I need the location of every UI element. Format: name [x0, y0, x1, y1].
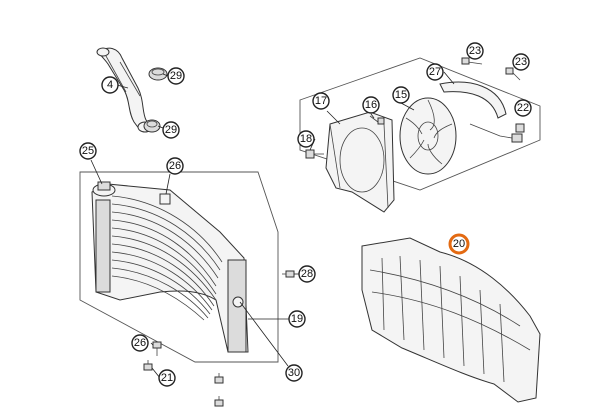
radiator: [91, 181, 249, 353]
svg-text:18: 18: [300, 133, 312, 145]
callout-25: 25: [79, 142, 97, 160]
svg-text:20: 20: [453, 238, 465, 250]
callout-30: 30: [285, 364, 303, 382]
screw-23-b: [505, 67, 521, 81]
svg-text:29: 29: [165, 124, 177, 136]
svg-text:23: 23: [469, 45, 481, 57]
svg-text:17: 17: [315, 95, 327, 107]
callout-4: 4: [101, 76, 119, 94]
bolt-21-c: [214, 396, 224, 407]
svg-text:4: 4: [107, 79, 113, 91]
svg-text:16: 16: [365, 99, 377, 111]
callout-18: 18: [297, 130, 315, 148]
callout-15: 15: [392, 86, 410, 104]
svg-text:26: 26: [134, 337, 146, 349]
screw-28: [282, 270, 295, 278]
callout-22: 22: [514, 99, 532, 117]
bolt-26-lower: [152, 341, 162, 356]
svg-text:19: 19: [291, 313, 303, 325]
callout-29-upper: 29: [167, 67, 185, 85]
hose-clamp-lower: [143, 119, 161, 133]
hose-clamp-upper: [148, 67, 168, 81]
fan-assembly-frame: [299, 57, 541, 191]
screw-23-a: [461, 57, 483, 65]
svg-text:22: 22: [517, 102, 529, 114]
callout-17: 17: [312, 92, 330, 110]
radiator-spoiler: [361, 237, 541, 403]
callout-23-right: 23: [512, 53, 530, 71]
svg-text:29: 29: [170, 70, 182, 82]
fan-shroud: [325, 111, 395, 213]
screw-16: [369, 115, 385, 125]
svg-text:27: 27: [429, 66, 441, 78]
bolt-21-b: [214, 373, 224, 384]
fan: [399, 97, 457, 175]
callout-16: 16: [362, 96, 380, 114]
svg-text:25: 25: [82, 145, 94, 157]
fan-bracket: [439, 81, 523, 143]
callout-27: 27: [426, 63, 444, 81]
callout-20-highlighted[interactable]: 20: [448, 233, 470, 255]
svg-text:15: 15: [395, 89, 407, 101]
callout-23-left: 23: [466, 42, 484, 60]
svg-text:21: 21: [161, 372, 173, 384]
svg-text:30: 30: [288, 367, 300, 379]
grommet-22: [515, 123, 525, 133]
callout-26-lower: 26: [131, 334, 149, 352]
bolt-21-a: [143, 360, 153, 371]
callout-29-lower: 29: [162, 121, 180, 139]
svg-text:23: 23: [515, 56, 527, 68]
callout-21: 21: [158, 369, 176, 387]
leader-lines: [90, 71, 455, 379]
callout-26-upper: 26: [166, 157, 184, 175]
callout-19: 19: [288, 310, 306, 328]
radiator-assembly-frame: [79, 171, 279, 363]
svg-text:26: 26: [169, 160, 181, 172]
svg-text:28: 28: [301, 268, 313, 280]
callout-28: 28: [298, 265, 316, 283]
